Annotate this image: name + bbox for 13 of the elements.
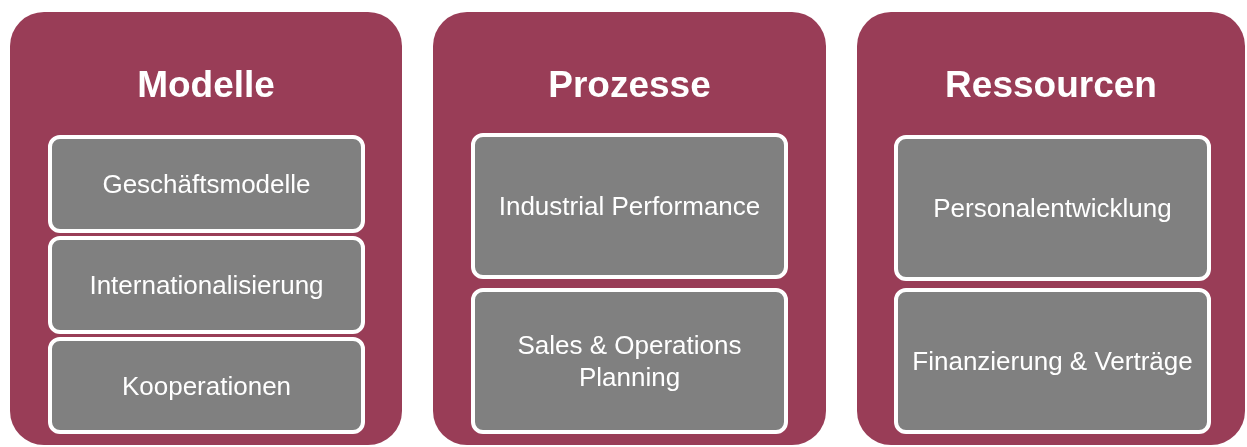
panel-title: Ressourcen xyxy=(945,63,1157,107)
category-panel xyxy=(433,12,826,445)
topic-box: Geschäftsmodelle xyxy=(48,135,365,233)
topic-box: Internationalisierung xyxy=(48,236,365,334)
category-panel xyxy=(10,12,402,445)
topic-box: Industrial Performance xyxy=(471,133,788,279)
category-panel xyxy=(857,12,1245,445)
topic-box: Kooperationen xyxy=(48,337,365,434)
topic-box: Personalentwicklung xyxy=(894,135,1211,281)
panel-title: Modelle xyxy=(137,63,275,107)
topic-box: Sales & Operations Planning xyxy=(471,288,788,434)
panel-title: Prozesse xyxy=(548,63,711,107)
topic-box: Finanzierung & Verträge xyxy=(894,288,1211,434)
